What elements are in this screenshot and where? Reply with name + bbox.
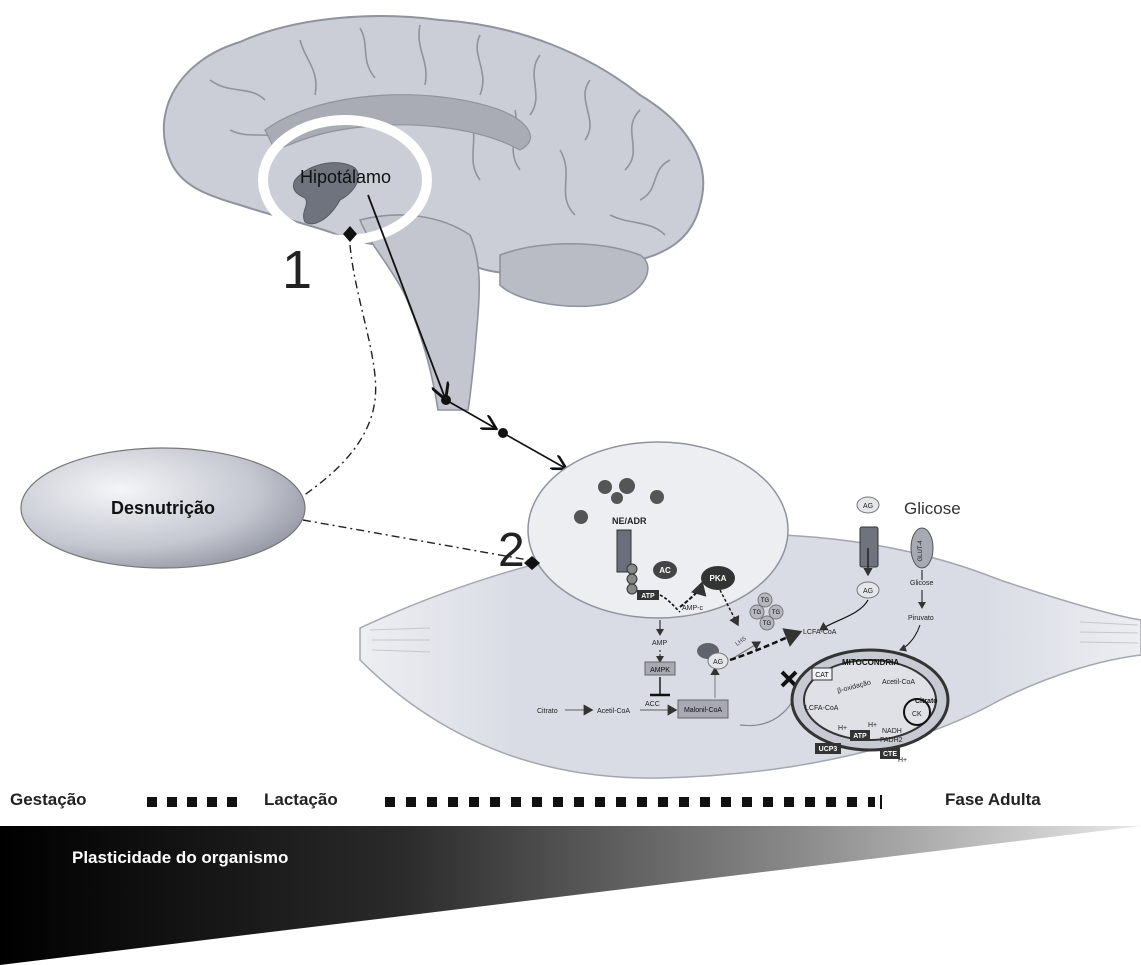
- h-plus-label-1: H+: [838, 725, 847, 732]
- connector-brain-to-malnutrition: [303, 245, 376, 496]
- svg-text:TG: TG: [753, 610, 762, 616]
- brain: [164, 16, 703, 410]
- acc-label: ACC: [645, 701, 660, 708]
- svg-text:Malonil-CoA: Malonil-CoA: [684, 707, 722, 714]
- h-plus-label-2: H+: [868, 722, 877, 729]
- svg-text:TG: TG: [761, 598, 770, 604]
- h-plus-label-3: H+: [898, 757, 907, 764]
- acetyl-coa-mito-label: Acetil-CoA: [882, 679, 915, 686]
- glut4-transporter: GLUT-4: [911, 528, 933, 568]
- hypothalamus-label: Hipotálamo: [300, 167, 391, 187]
- adenylyl-cyclase: AC: [653, 561, 677, 579]
- svg-text:CTE: CTE: [883, 751, 897, 758]
- svg-text:ATP: ATP: [853, 733, 867, 740]
- lcfa-coa-inner-label: LCFA-CoA: [805, 705, 839, 712]
- connector-malnutrition-to-synapse: [303, 520, 528, 560]
- pka-node: PKA: [701, 566, 735, 590]
- timeline-gestation: Gestação: [10, 790, 87, 810]
- camp-label: AMP-c: [682, 605, 704, 612]
- svg-text:ATP: ATP: [641, 593, 655, 600]
- svg-text:CK: CK: [912, 711, 922, 718]
- cerebellum: [500, 244, 648, 307]
- timeline-adult: Fase Adulta: [945, 790, 1041, 810]
- plasticity-label: Plasticidade do organismo: [72, 848, 288, 868]
- timeline-dashes: [147, 795, 882, 809]
- neurotransmitter-label: NE/ADR: [612, 516, 647, 526]
- svg-text:GLUT-4: GLUT-4: [918, 540, 924, 562]
- pyruvate-label: Piruvato: [908, 615, 934, 622]
- svg-text:Citrato: Citrato: [915, 698, 938, 705]
- brainstem: [360, 215, 479, 410]
- svg-text:AC: AC: [659, 566, 671, 575]
- svg-text:UCP3: UCP3: [819, 746, 838, 753]
- svg-text:AG: AG: [863, 588, 873, 595]
- mitochondria-label: MITOCONDRIA: [842, 658, 899, 667]
- svg-text:AMPK: AMPK: [650, 667, 670, 674]
- svg-text:AG: AG: [863, 503, 873, 510]
- acetyl-coa-label: Acetil-CoA: [597, 708, 630, 715]
- plasticity-wedge: [0, 826, 1141, 965]
- svg-text:TG: TG: [763, 621, 772, 627]
- marker-number-1: 1: [282, 240, 312, 300]
- cat-transporter: CAT: [812, 668, 832, 680]
- ucp3-protein: UCP3: [815, 743, 841, 754]
- glucose-inner-label: Glicose: [910, 580, 933, 587]
- malonyl-coa-box: Malonil-CoA: [678, 700, 728, 718]
- ampk-box: AMPK: [645, 662, 675, 675]
- svg-text:AG: AG: [713, 659, 723, 666]
- amp-label: AMP: [652, 640, 668, 647]
- fadh2-label: FADH2: [880, 737, 903, 744]
- cte-box: CTE: [880, 748, 900, 759]
- glucose-title: Glicose: [904, 499, 961, 518]
- nadh-label: NADH: [882, 728, 902, 735]
- svg-text:TG: TG: [772, 610, 781, 616]
- citrate-label: Citrato: [537, 708, 558, 715]
- svg-text:PKA: PKA: [710, 574, 727, 583]
- timeline-lactation: Lactação: [264, 790, 338, 810]
- atp-mito-box: ATP: [850, 730, 870, 741]
- marker-number-2: 2: [498, 524, 525, 577]
- lcfa-coa-top-label: LCFA-CoA: [803, 629, 837, 636]
- atp-box: ATP: [637, 590, 659, 600]
- svg-text:CAT: CAT: [815, 672, 829, 679]
- malnutrition-label: Desnutrição: [111, 498, 215, 518]
